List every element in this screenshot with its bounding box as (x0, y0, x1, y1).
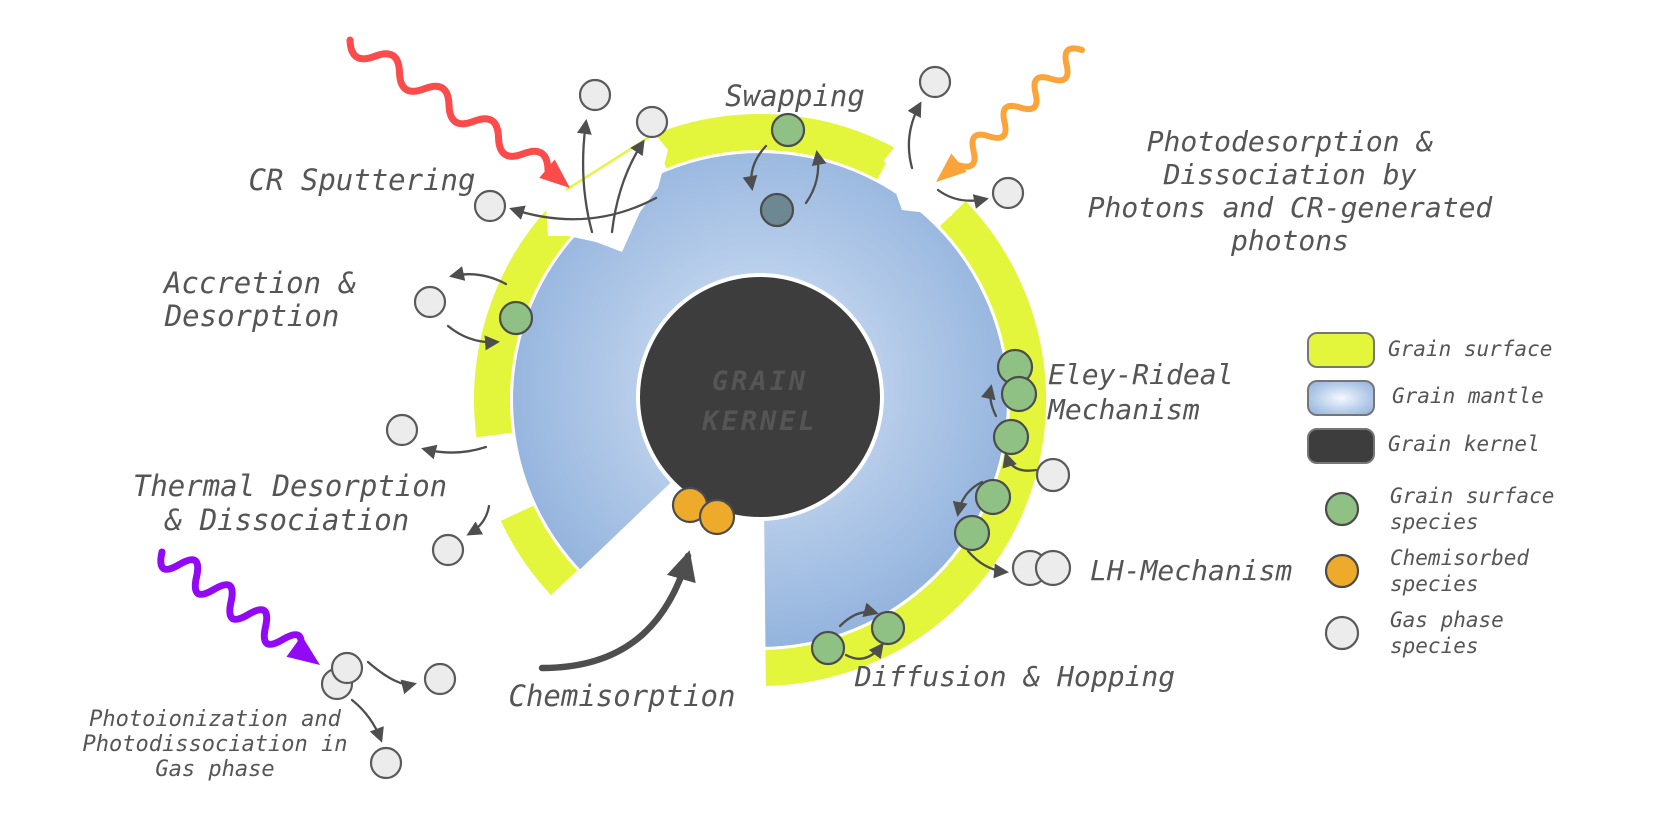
photoionization-label-line1: Photoionization and (89, 707, 341, 732)
legend-label-grain-mantle: Grain mantle (1392, 384, 1544, 408)
thermal-label-line1: Thermal Desorption (133, 469, 447, 503)
accretion-arrow (446, 324, 500, 351)
accretion-label-line2: Desorption (164, 299, 340, 333)
gas-species-dot (635, 105, 669, 139)
legend-swatch-grain-mantle (1307, 380, 1375, 416)
legend-swatch-gas-phase-species (1324, 615, 1360, 651)
photodissoc-right-arrow (366, 660, 417, 695)
eley-rideal-label-line1: Eley-Rideal (1048, 358, 1233, 391)
hop-lower-arrow (844, 642, 884, 660)
cosmic-ray-arrowhead (539, 159, 570, 188)
cr-eject-left-arrow (509, 196, 658, 221)
cr-eject-upright-arrow (610, 139, 645, 234)
gas-species-dot (330, 651, 364, 685)
surface-species-dot (810, 630, 846, 666)
legend-label-chemisorbed-species-line1: Chemisorbed (1390, 546, 1529, 570)
photodesorption-notch (884, 114, 962, 216)
gas-species-dot (918, 65, 952, 99)
gas-species-dot (473, 189, 507, 223)
cosmic-ray-wave (346, 36, 552, 174)
cr-sputtering-label: CR Sputtering (249, 163, 476, 197)
hop-upper-arrow (838, 602, 879, 628)
grain-kernel-label-line1: GRAIN (712, 366, 808, 397)
swap-down-arrow (742, 144, 768, 191)
thermal-desorb-arrow (421, 444, 488, 460)
eley-rideal-up-arrow (981, 384, 998, 418)
lh-mechanism-label: LH-Mechanism (1090, 554, 1292, 587)
grain-kernel-label-line2: KERNEL (701, 406, 818, 437)
photodesorption-right-arrow (936, 188, 989, 209)
gas-species-dot (369, 746, 403, 780)
uv-arrowhead (286, 635, 320, 665)
legend-swatch-chemisorbed-species (1324, 553, 1360, 589)
photodesorption-label-line1: Photodesorption & (1147, 125, 1434, 158)
eley-rideal-gas-in-arrow (1002, 452, 1038, 472)
uv-wave (157, 548, 305, 656)
gas-species-dot (431, 533, 465, 567)
surface-species-dot (992, 418, 1030, 456)
chemisorption-arrow (538, 550, 696, 672)
surface-species-dot (870, 610, 906, 646)
chemisorption-label: Chemisorption (509, 679, 736, 713)
thermal-dissoc-arrow (466, 504, 491, 536)
process-labels: Swapping CR Sputtering Photodesorption &… (83, 79, 1494, 782)
gas-species-dot (991, 176, 1025, 210)
surface-species-dot (974, 478, 1012, 516)
gas-species-dot (413, 285, 447, 319)
photoionization-label-line2: Photodissociation in (83, 732, 348, 757)
gas-species-dot (385, 413, 419, 447)
accretion-label-line1: Accretion & (162, 266, 356, 300)
wavy-arrows (157, 36, 1085, 665)
photodesorption-label-line3: Photons and CR-generated (1088, 191, 1494, 224)
surface-chain-arrow (952, 480, 984, 517)
grain-kernel (636, 273, 884, 521)
process-arrows (350, 101, 1038, 743)
surface-species-dot (953, 514, 991, 552)
photodesorption-label-line2: Dissociation by (1163, 158, 1417, 191)
legend: Grain surface Grain mantle Grain kernel … (1307, 332, 1554, 658)
diffusion-label: Diffusion & Hopping (854, 660, 1175, 693)
gas-species-dot (578, 78, 612, 112)
gas-species-dot (423, 662, 457, 696)
desorption-arrow (449, 266, 508, 286)
cr-sputtering-crater (546, 128, 668, 252)
mantle-species-dot (759, 192, 795, 228)
legend-swatch-grain-surface (1307, 332, 1375, 368)
surface-species-dot (498, 300, 534, 336)
gas-species-dot (1035, 457, 1071, 493)
legend-label-gas-phase-species-line1: Gas phase (1390, 608, 1504, 632)
photon-arrowhead (936, 153, 967, 182)
lh-product-arrow (966, 549, 1009, 579)
legend-label-surface-species-line1: Grain surface (1390, 484, 1554, 508)
photon-wave (955, 45, 1085, 170)
legend-swatch-surface-species (1324, 491, 1360, 527)
legend-label-gas-phase-species-line2: species (1390, 634, 1479, 658)
photodesorption-label-line4: photons (1230, 224, 1349, 257)
legend-label-grain-kernel: Grain kernel (1388, 432, 1540, 456)
photodissoc-down-arrow (350, 698, 384, 743)
cr-eject-up-arrow (576, 119, 594, 234)
swap-up-arrow (804, 150, 827, 205)
eley-rideal-label-line2: Mechanism (1047, 393, 1200, 426)
swapping-label: Swapping (725, 79, 865, 113)
photoionization-label-line3: Gas phase (155, 757, 274, 782)
chemisorbed-species-dot (698, 498, 736, 536)
surface-species-dot (770, 112, 806, 148)
legend-label-surface-species-line2: species (1390, 510, 1479, 534)
gas-species-dot (1034, 549, 1072, 587)
thermal-label-line2: & Dissociation (164, 503, 409, 537)
surface-species-dot (1000, 375, 1038, 413)
photodesorption-up-arrow (907, 101, 922, 170)
legend-swatch-grain-kernel (1307, 428, 1375, 464)
grain: GRAIN KERNEL (474, 114, 1047, 702)
legend-label-grain-surface: Grain surface (1388, 337, 1552, 361)
species (320, 65, 1072, 780)
legend-label-chemisorbed-species-line2: species (1390, 572, 1479, 596)
grain-surface-ring-lower-left (500, 505, 578, 596)
